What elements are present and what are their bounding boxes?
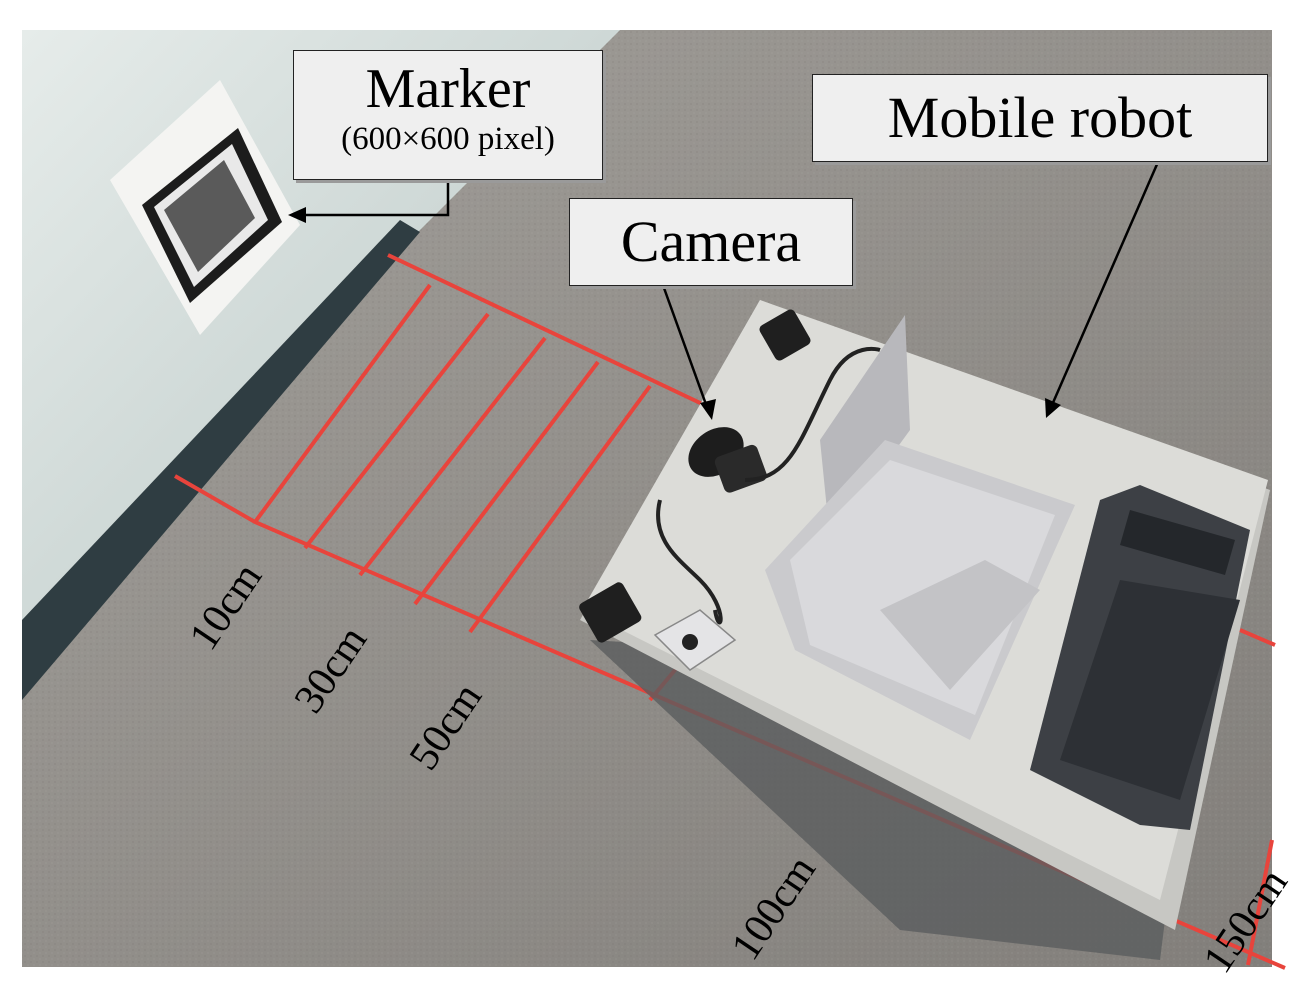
laptop-screen (820, 315, 910, 540)
marker-title: Marker (365, 58, 531, 120)
marker-arrow (302, 180, 450, 217)
arrow-heads (288, 207, 1061, 420)
callout-arrows (302, 161, 1160, 411)
camera-arrow (662, 287, 710, 411)
tape-top (387, 253, 716, 412)
marker-arrowhead-icon (288, 207, 306, 223)
tape-50cm (468, 384, 652, 634)
tape-150cm-top (1239, 628, 1276, 647)
tape-10cm (253, 283, 432, 524)
tape-40cm (413, 360, 600, 606)
wireless-keyboard-keys (1060, 580, 1240, 800)
joystick-icon (682, 634, 698, 650)
camera-arrowhead-icon (700, 399, 716, 420)
motor-driver-top (759, 309, 811, 361)
controller-cable (656, 499, 723, 625)
tape-150cm (1246, 839, 1274, 966)
wall-baseboard (22, 220, 420, 700)
mobile-robot-label: Mobile robot (887, 85, 1193, 150)
tape-20cm (303, 312, 490, 550)
laptop-touchpad (880, 560, 1040, 690)
tape-30cm (358, 336, 547, 577)
marker-callout: Marker (600×600 pixel) (293, 50, 603, 180)
wireless-keyboard-touchpad (1120, 510, 1235, 575)
camera-label: Camera (620, 209, 802, 274)
marker-subtitle: (600×600 pixel) (341, 121, 555, 157)
motor-driver-left (579, 582, 642, 643)
camera-callout: Camera (569, 198, 853, 286)
laptop-keyboard (790, 460, 1055, 715)
mobile-robot-arrow (1050, 161, 1160, 406)
qr-marker-pattern (164, 160, 255, 272)
mobile-robot-arrowhead-icon (1045, 398, 1061, 418)
camera-cable (744, 346, 881, 482)
mobile-robot-callout: Mobile robot (812, 74, 1268, 162)
robot-chassis-shadow (590, 640, 1170, 960)
